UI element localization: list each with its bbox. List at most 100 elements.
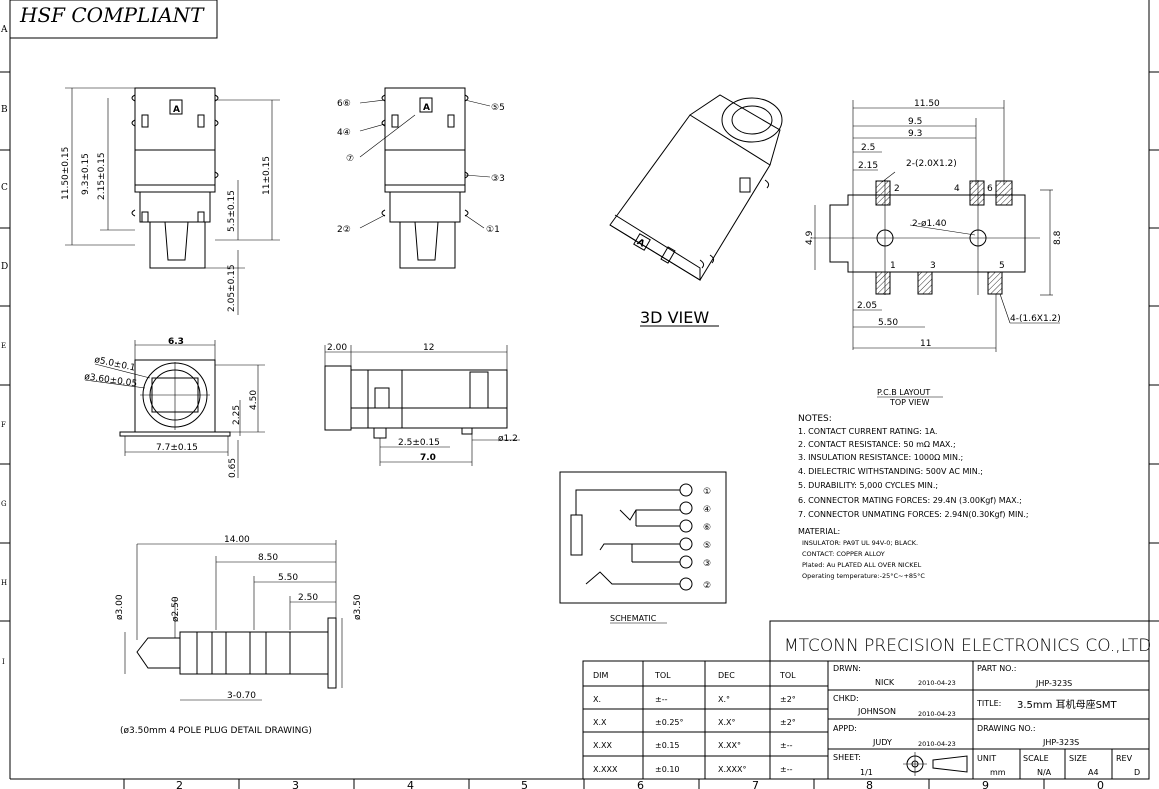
row-letter: A <box>0 25 8 35</box>
hsf-compliant-box: HSF COMPLIANT <box>9 0 218 39</box>
unit-label: UNIT <box>977 754 996 763</box>
pin-label: 2② <box>337 225 351 235</box>
end-dim: ø3.60±0.05 <box>84 372 138 389</box>
pcb-title: P.C.B LAYOUT <box>877 388 930 397</box>
row-letters: A B C D E F G H I <box>0 25 8 666</box>
pcb-dim: 4.9 <box>805 230 815 245</box>
schematic-label: SCHEMATIC <box>610 614 657 623</box>
col-number: 6 <box>637 779 644 789</box>
title-label: TITLE: <box>976 699 1001 708</box>
material-item: Plated: Au PLATED ALL OVER NICKEL <box>802 561 922 569</box>
material-heading: MATERIAL: <box>798 527 840 536</box>
col-number: 5 <box>521 779 528 789</box>
row-letter: C <box>1 183 8 193</box>
drwn-label: DRWN: <box>833 664 861 673</box>
pcb-dim: 9.5 <box>908 117 922 127</box>
pcb-pin-number: 4 <box>954 184 960 194</box>
col-number: 9 <box>982 779 989 789</box>
tol-cell: ±-- <box>780 765 793 774</box>
pcb-dim: 2.5 <box>861 143 875 153</box>
tol-cell: ±2° <box>780 695 796 704</box>
end-dim: 6.3 <box>168 337 184 347</box>
pcb-pin-number: 6 <box>987 184 993 194</box>
dim-label: 11.50±0.15 <box>61 147 71 200</box>
pcb-pin-number: 1 <box>890 261 896 271</box>
tol-cell: X.X <box>593 718 607 727</box>
title-block: MTCONN PRECISION ELECTRONICS CO.,LTD DIM… <box>582 620 1151 780</box>
note-item: 5. DURABILITY: 5,000 CYCLES MIN.; <box>798 481 938 490</box>
pcb-dim: 2.15 <box>858 161 878 171</box>
end-dim: ø5.0±0.1 <box>93 355 136 373</box>
dim-label: 9.3±0.15 <box>81 153 91 195</box>
front-view: A 11.50±0.15 9.3±0.15 2.15±0.15 11±0.15 … <box>61 87 280 315</box>
dim-label: 2.05±0.15 <box>227 264 237 312</box>
note-item: 2. CONTACT RESISTANCE: 50 mΩ MAX.; <box>798 440 956 449</box>
end-view: 6.3 ø5.0±0.1 ø3.60±0.05 7.7±0.15 2.25 4.… <box>84 337 265 478</box>
unit-value: mm <box>990 768 1006 777</box>
row-letter: B <box>1 105 8 115</box>
side-dim: 12 <box>423 343 434 353</box>
row-letter: I <box>2 658 5 666</box>
side-dim: ø1.2 <box>498 434 518 444</box>
material-item: Operating temperature:-25°C~+85°C <box>802 572 925 580</box>
side-view: 2.00 12 2.5±0.15 7.0 ø1.2 <box>324 343 520 466</box>
part-no-label: PART NO.: <box>977 664 1016 673</box>
sheet-label: SHEET: <box>833 753 861 762</box>
tol-cell: X.° <box>718 695 730 704</box>
projection-symbol <box>903 752 968 776</box>
col-number: 7 <box>752 779 759 789</box>
plug-dim: 3-0.70 <box>227 691 256 701</box>
dim-label: 11±0.15 <box>262 156 272 195</box>
col-number: 4 <box>407 779 414 789</box>
tol-cell: ±0.25° <box>655 718 684 727</box>
tol-cell: ±0.10 <box>655 765 680 774</box>
plug-dim: 5.50 <box>278 573 298 583</box>
note-item: 6. CONNECTOR MATING FORCES: 29.4N (3.00K… <box>798 496 1022 505</box>
notes-heading: NOTES: <box>798 414 832 424</box>
chkd-name: JOHNSON <box>857 707 896 716</box>
row-letter: E <box>1 342 6 350</box>
schematic-pin: ⑤ <box>703 541 711 551</box>
col-number: 8 <box>866 779 873 789</box>
pin-label: 6⑥ <box>337 99 351 109</box>
note-item: 4. DIELECTRIC WITHSTANDING: 500V AC MIN.… <box>798 467 983 476</box>
tol-cell: X.XX° <box>718 741 741 750</box>
pcb-dim: 9.3 <box>908 129 922 139</box>
side-dim: 2.00 <box>327 343 347 353</box>
pin-view: A 6⑥ 4④ ⑦ 2② ⑤5 ③3 ①1 <box>337 87 505 269</box>
rev-label: REV <box>1116 754 1133 763</box>
pcb-dim: 4-(1.6X1.2) <box>1010 314 1061 324</box>
notes-block: NOTES: 1. CONTACT CURRENT RATING: 1A. 2.… <box>798 414 1029 580</box>
pin-label: ③3 <box>491 174 505 184</box>
drwn-date: 2010-04-23 <box>918 679 956 687</box>
material-item: CONTACT: COPPER ALLOY <box>802 550 885 558</box>
dim-label: 2.15±0.15 <box>97 152 107 200</box>
pcb-pin-number: 5 <box>999 261 1005 271</box>
plug-dim: ø3.00 <box>115 594 125 620</box>
col-number: 0 <box>1097 779 1104 789</box>
schematic-pin: ② <box>703 581 711 591</box>
pcb-pin-number: 2 <box>894 184 900 194</box>
pin-label: 4④ <box>337 128 351 138</box>
end-dim: 2.25 <box>232 405 242 425</box>
pcb-dim: 2-(2.0X1.2) <box>906 159 957 169</box>
pcb-dim: 11 <box>920 339 931 349</box>
end-dim: 7.7±0.15 <box>156 443 198 453</box>
chkd-date: 2010-04-23 <box>918 710 956 718</box>
row-letter: H <box>1 579 7 587</box>
pcb-dim: 2.05 <box>857 301 877 311</box>
appd-name: JUDY <box>872 738 892 747</box>
plug-dim: 2.50 <box>298 593 318 603</box>
tol-cell: ±-- <box>780 741 793 750</box>
pcb-dim: 2-ø1.40 <box>912 219 947 229</box>
note-item: 7. CONNECTOR UNMATING FORCES: 2.94N(0.30… <box>798 510 1029 519</box>
end-dim: 0.65 <box>228 458 238 478</box>
plug-dim: 14.00 <box>224 535 250 545</box>
size-value: A4 <box>1088 768 1099 777</box>
col-number: 2 <box>176 779 183 789</box>
tol-cell: X.X° <box>718 718 736 727</box>
pin-label: ①1 <box>486 225 500 235</box>
pcb-dim: 11.50 <box>914 99 940 109</box>
schematic: ① ④ ⑥ ⑤ ③ ② SCHEMATIC <box>559 471 727 624</box>
